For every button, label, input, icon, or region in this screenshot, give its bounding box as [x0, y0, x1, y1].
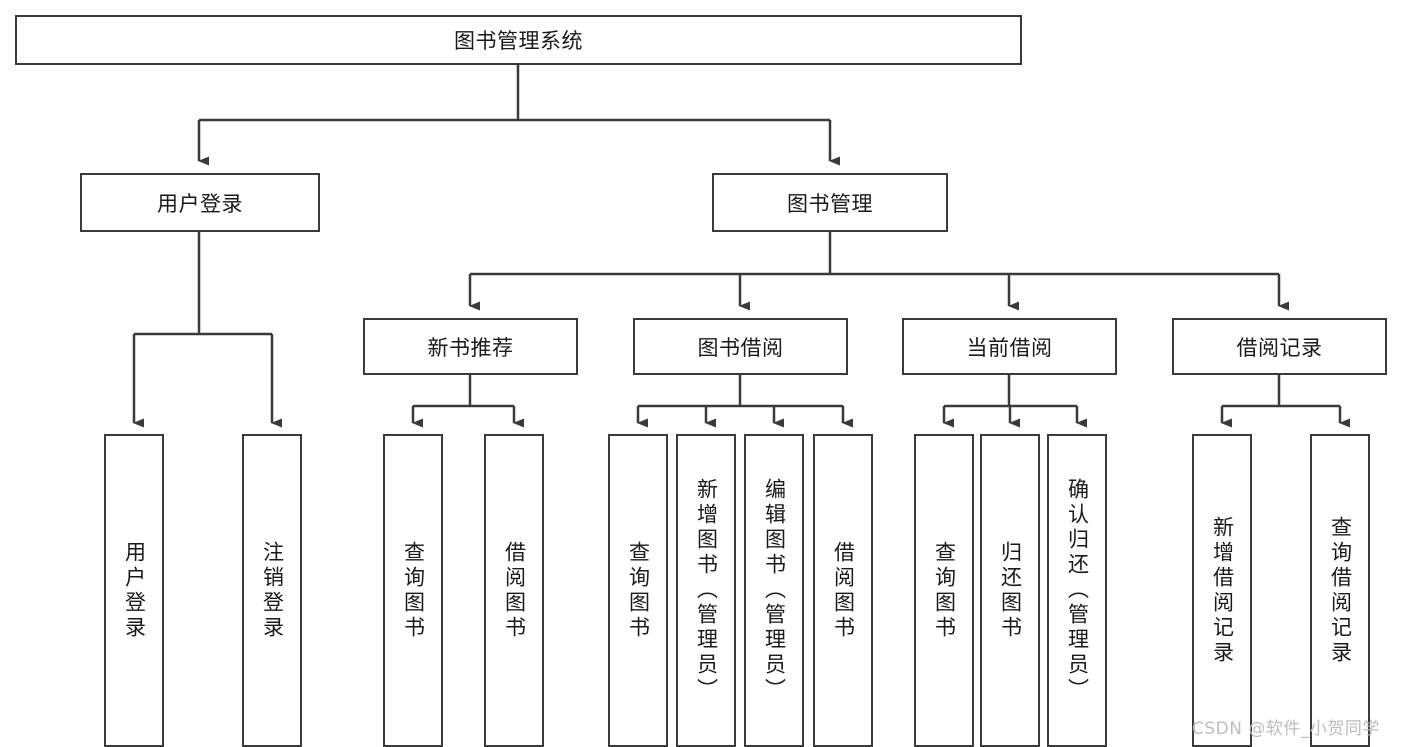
node-label: 当前借阅 — [966, 335, 1053, 360]
node-label: 查询图书 — [932, 540, 957, 641]
node-label: 借阅图书 — [502, 540, 527, 641]
node-label: 用户登录 — [157, 191, 243, 216]
leaf-current-confirm-return[interactable]: 确认归还（管理员） — [1047, 434, 1107, 747]
node-label: 图书管理系统 — [454, 29, 583, 53]
leaf-recommend-query-book[interactable]: 查询图书 — [383, 434, 443, 747]
node-new-book-recommend[interactable]: 新书推荐 — [363, 318, 578, 375]
leaf-borrow-borrow-book[interactable]: 借阅图书 — [813, 434, 873, 747]
node-current-borrow[interactable]: 当前借阅 — [902, 318, 1117, 375]
node-label: 新增图书（管理员） — [694, 478, 719, 703]
leaf-current-return-book[interactable]: 归还图书 — [980, 434, 1040, 747]
node-label: 归还图书 — [998, 540, 1023, 641]
leaf-borrow-add-book[interactable]: 新增图书（管理员） — [676, 434, 736, 747]
node-book-management[interactable]: 图书管理 — [712, 173, 948, 232]
node-label: 查询借阅记录 — [1328, 515, 1353, 666]
node-label: 新书推荐 — [427, 335, 514, 360]
node-label: 查询图书 — [626, 540, 651, 641]
watermark-credit: CSDN @软件_小贺同学 — [1192, 719, 1380, 739]
leaf-user-login-logout[interactable]: 注销登录 — [242, 434, 302, 747]
node-label: 注销登录 — [260, 540, 285, 641]
node-label: 确认归还（管理员） — [1065, 478, 1090, 703]
node-label: 查询图书 — [401, 540, 426, 641]
node-label: 编辑图书（管理员） — [762, 478, 787, 703]
leaf-record-query-record[interactable]: 查询借阅记录 — [1310, 434, 1370, 747]
leaf-current-query-book[interactable]: 查询图书 — [914, 434, 974, 747]
node-label: 图书管理 — [787, 191, 873, 216]
leaf-user-login-login[interactable]: 用户登录 — [104, 434, 164, 747]
node-borrow-record[interactable]: 借阅记录 — [1172, 318, 1387, 375]
leaf-borrow-query-book[interactable]: 查询图书 — [608, 434, 668, 747]
node-label: 新增借阅记录 — [1210, 515, 1235, 666]
node-label: 借阅图书 — [831, 540, 856, 641]
leaf-record-add-record[interactable]: 新增借阅记录 — [1192, 434, 1252, 747]
leaf-borrow-edit-book[interactable]: 编辑图书（管理员） — [744, 434, 804, 747]
node-root-title[interactable]: 图书管理系统 — [15, 15, 1022, 65]
node-label: 借阅记录 — [1236, 335, 1323, 360]
node-book-borrow[interactable]: 图书借阅 — [633, 318, 848, 375]
node-label: 用户登录 — [122, 540, 147, 641]
node-user-login[interactable]: 用户登录 — [80, 173, 320, 232]
node-label: 图书借阅 — [697, 335, 784, 360]
leaf-recommend-borrow-book[interactable]: 借阅图书 — [484, 434, 544, 747]
